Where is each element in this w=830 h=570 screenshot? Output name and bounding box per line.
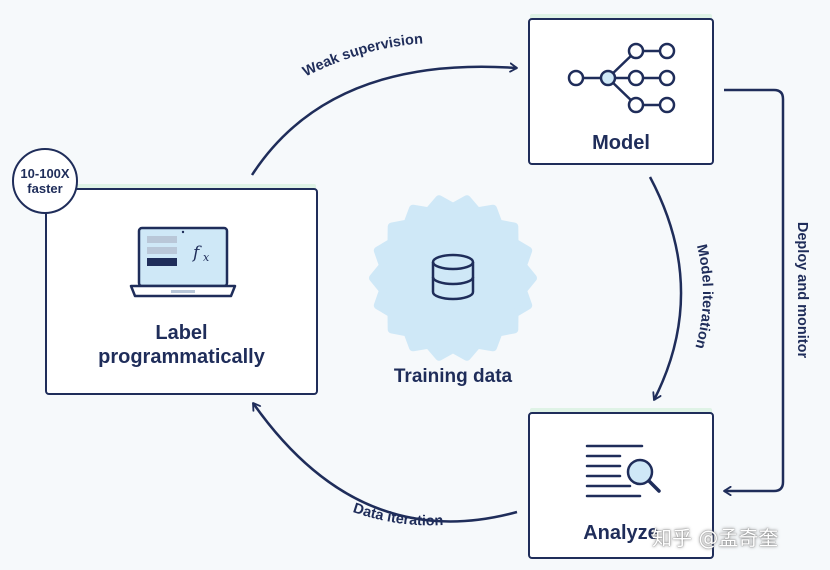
analyze-node: Analyze xyxy=(528,412,714,559)
speed-badge: 10-100X faster xyxy=(12,148,78,214)
data-iteration-arrow xyxy=(251,403,518,523)
weak-supervision-arrow xyxy=(250,67,517,176)
database-icon xyxy=(431,253,475,301)
model-node: Model xyxy=(528,18,714,165)
label-node-line2: programmatically xyxy=(98,346,265,368)
model-label: Model xyxy=(592,132,650,154)
deploy-monitor-label: Deploy and monitor xyxy=(794,222,810,359)
data-iteration-label: Data iteration xyxy=(351,501,444,530)
deploy-monitor-arrow xyxy=(724,88,785,491)
laptop-icon: f x xyxy=(129,226,237,298)
badge-line1: 10-100X xyxy=(20,166,70,181)
analyze-search-icon xyxy=(585,444,661,498)
label-node-line1: Label xyxy=(155,322,208,344)
badge-line2: faster xyxy=(27,181,63,196)
label-programmatically-node: f x Label programmatically xyxy=(45,188,318,395)
training-data-gear xyxy=(369,195,537,361)
network-icon xyxy=(567,42,676,114)
model-iteration-label: Model iteration xyxy=(691,243,715,351)
training-data-label: Training data xyxy=(393,366,513,387)
model-iteration-arrow xyxy=(648,176,683,400)
svg-text:x: x xyxy=(203,251,210,264)
watermark: 知乎 @孟奇奎 xyxy=(652,526,779,550)
analyze-label: Analyze xyxy=(583,522,659,544)
svg-text:f: f xyxy=(191,243,202,263)
